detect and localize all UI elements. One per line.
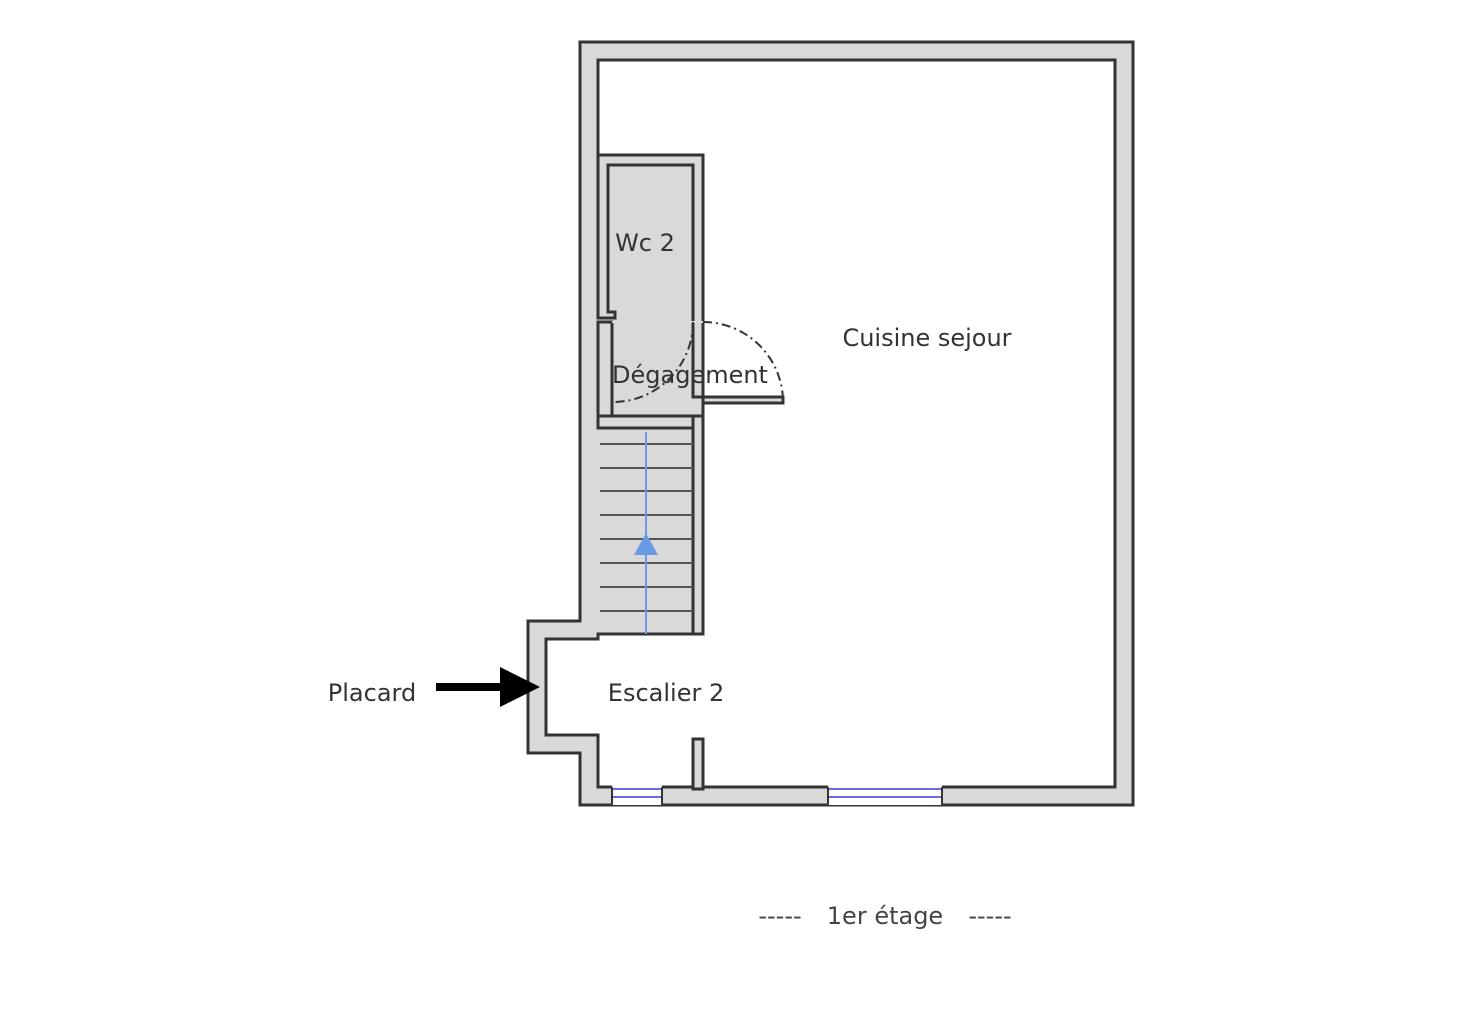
window-icon	[828, 785, 942, 805]
inner-wall-stair	[691, 414, 705, 636]
room-label-degagement: Dégagement	[612, 361, 768, 389]
room-label-escalier: Escalier 2	[608, 679, 724, 707]
floor-caption: 1er étage	[827, 902, 943, 930]
inner-wall-degagement-bottom	[596, 414, 705, 430]
placard-label: Placard	[328, 679, 416, 707]
room-label-cuisine: Cuisine sejour	[842, 324, 1011, 352]
caption-dashes-left: -----	[758, 902, 801, 930]
window-icon	[612, 785, 662, 805]
door-swing-inner	[612, 321, 694, 403]
caption-dashes-right: -----	[968, 902, 1011, 930]
door-swing-icon	[702, 321, 784, 403]
stair-direction-arrow-icon	[634, 533, 658, 555]
arrow-right-icon	[436, 667, 540, 707]
room-label-wc: Wc 2	[615, 229, 675, 257]
inner-wall-wc	[596, 153, 705, 399]
wall-stub-bottom	[691, 737, 705, 791]
door-stub-wall	[701, 395, 785, 405]
inner-wall-degagement	[596, 320, 614, 420]
